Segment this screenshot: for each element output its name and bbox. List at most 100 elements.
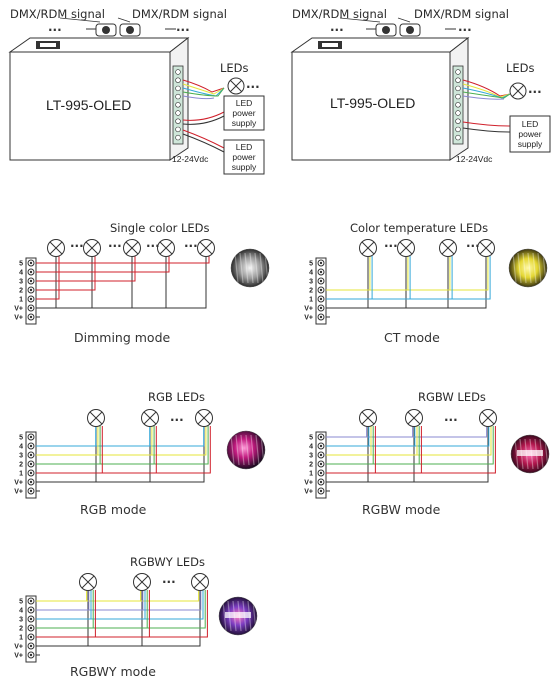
- terminal-label: 4: [309, 444, 313, 451]
- mode-panel-dimming: Single color LEDs54321V+V+············Di…: [14, 221, 270, 345]
- ellipsis: ···: [528, 85, 542, 99]
- wire-channel: [452, 256, 491, 300]
- wire-channel: [414, 426, 490, 447]
- mode-label: RGBWY mode: [70, 664, 156, 679]
- wire-channel: [412, 426, 488, 438]
- wire-channel: [97, 426, 153, 456]
- signal-label-left-2: DMX/RDM signal: [132, 7, 227, 21]
- led-lamp-icon: [439, 239, 457, 257]
- terminal-label: 4: [19, 444, 23, 451]
- wire-channel: [36, 256, 136, 282]
- leds-label: LEDs: [506, 61, 535, 75]
- svg-text:power: power: [232, 108, 255, 118]
- terminal-label: 3: [19, 617, 23, 624]
- terminal-label: 5: [309, 261, 313, 268]
- power-supply-box: LED power supply: [223, 139, 265, 175]
- led-lamp-icon: [359, 239, 377, 257]
- terminal-label: 5: [19, 261, 23, 268]
- wire-channel: [95, 590, 150, 638]
- wire-channel: [88, 590, 144, 611]
- wire-channel: [417, 426, 492, 456]
- wire-channel: [36, 590, 92, 620]
- wire-channel: [154, 426, 209, 465]
- mode-panel-title: RGBW LEDs: [418, 390, 486, 404]
- ellipsis: ···: [108, 239, 122, 253]
- wire-channel: [95, 426, 151, 447]
- wire-channel: [326, 426, 370, 447]
- terminal-label: 1: [19, 635, 23, 642]
- terminal-label: V+: [14, 653, 23, 660]
- terminal-label: 4: [19, 608, 23, 615]
- wire-channel: [419, 426, 494, 465]
- dmx-connector-icon: [119, 23, 141, 37]
- ellipsis: ···: [458, 23, 472, 37]
- lighting-example-image: [508, 248, 548, 288]
- svg-text:power: power: [232, 152, 255, 162]
- wire-channel: [407, 256, 451, 291]
- wire-channel: [93, 590, 148, 629]
- terminal-label: V+: [14, 489, 23, 496]
- wire-channel: [369, 256, 409, 291]
- wire-channel: [156, 426, 211, 474]
- terminal-label: 3: [309, 453, 313, 460]
- wire-channel: [149, 590, 208, 638]
- terminal-label: 5: [19, 599, 23, 606]
- svg-text:power: power: [518, 129, 541, 139]
- ellipsis: ···: [170, 413, 184, 427]
- terminal-label: 2: [309, 462, 313, 469]
- wire-channel: [36, 426, 101, 465]
- terminal-label: 2: [19, 626, 23, 633]
- mode-label: CT mode: [384, 330, 440, 345]
- device-name: LT-995-OLED: [330, 95, 415, 111]
- lighting-example-image: [510, 434, 550, 474]
- terminal-label: 4: [19, 270, 23, 277]
- dmx-connector-icon: [399, 23, 421, 37]
- wire-channel: [36, 256, 170, 273]
- terminal-label: V+: [14, 306, 23, 313]
- wire-channel: [326, 426, 372, 456]
- mode-panel-title: Color temperature LEDs: [350, 221, 488, 235]
- wire-channel: [91, 590, 146, 620]
- ellipsis: ···: [444, 413, 458, 427]
- terminal-label: V+: [14, 480, 23, 487]
- signal-label-right-2: DMX/RDM signal: [414, 7, 509, 21]
- voltage-label: 12-24Vdc: [172, 154, 209, 164]
- terminal-label: 3: [19, 279, 23, 286]
- lighting-example-image: [218, 596, 258, 636]
- wire-channel: [36, 426, 99, 456]
- led-lamp-icon: [509, 82, 527, 100]
- led-lamp-icon: [83, 239, 101, 257]
- led-lamp-icon: [191, 573, 209, 591]
- terminal-label: V+: [304, 480, 313, 487]
- terminal-pins: [175, 69, 181, 141]
- mode-panel-title: Single color LEDs: [110, 221, 210, 235]
- svg-text:supply: supply: [518, 139, 543, 149]
- wire-channel: [326, 256, 371, 291]
- mode-label: RGBW mode: [362, 502, 441, 517]
- controller-device: [9, 51, 171, 161]
- ellipsis: ···: [330, 23, 344, 37]
- device-name: LT-995-OLED: [46, 97, 131, 113]
- wire-channel: [151, 426, 207, 456]
- terminal-label: V+: [14, 644, 23, 651]
- wire-channel: [371, 426, 418, 456]
- ellipsis: ···: [48, 23, 62, 37]
- terminal-label: V+: [304, 306, 313, 313]
- svg-text:LED: LED: [236, 142, 253, 152]
- wire-channel: [326, 256, 373, 300]
- svg-text:supply: supply: [232, 118, 257, 128]
- wire-channel: [36, 256, 96, 291]
- led-lamp-icon: [227, 77, 245, 95]
- mode-panel-title: RGB LEDs: [148, 390, 205, 404]
- wire-channel: [36, 256, 210, 264]
- wire-common: [36, 256, 207, 309]
- ellipsis: ···: [184, 239, 198, 253]
- led-lamp-icon: [479, 409, 497, 427]
- wire-channel: [149, 426, 205, 447]
- terminal-label: 1: [309, 297, 313, 304]
- top-left-setup: DMX/RDM signal DMX/RDM signal ··· ··· LT…: [8, 7, 265, 175]
